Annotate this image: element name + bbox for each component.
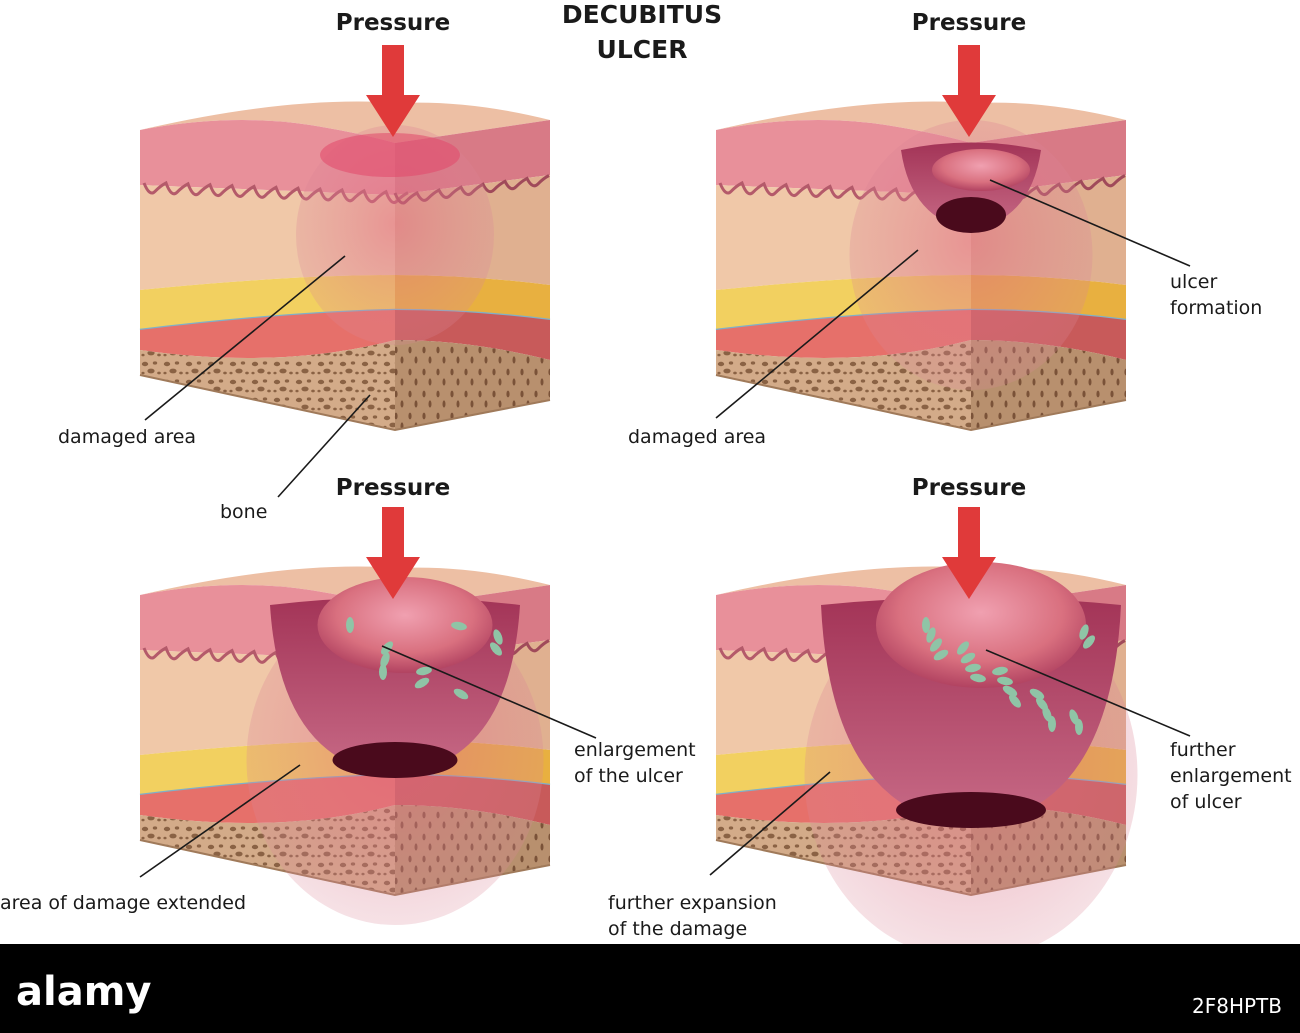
label-further-expansion: further expansion — [608, 892, 777, 914]
ulcer-cavity — [896, 792, 1046, 828]
bacteria — [1069, 709, 1079, 725]
bacteria — [933, 649, 949, 661]
label-damaged-area-2: damaged area — [628, 426, 766, 448]
ulcer-base — [317, 577, 493, 673]
label-ulcer: ulcer — [1170, 271, 1217, 293]
block-bottom-edge — [715, 374, 1127, 432]
panel-1-labels: damaged area bone — [58, 255, 371, 523]
bacteria — [1002, 685, 1018, 697]
pressure-arrow-2 — [942, 45, 996, 137]
bacteria — [346, 617, 354, 633]
bacteria — [930, 638, 942, 652]
ulcer-cavity — [936, 197, 1006, 233]
label-area-of-damage-extended: area of damage extended — [0, 892, 246, 914]
watermark-bar — [0, 944, 1300, 1033]
bacteria — [1048, 716, 1056, 732]
bone-left — [140, 340, 395, 430]
pressure-arrow-4 — [942, 507, 996, 599]
bacteria — [957, 641, 969, 655]
bacteria — [1079, 624, 1089, 640]
bacteria — [453, 688, 469, 700]
bacteria — [451, 621, 467, 631]
bacteria — [1083, 635, 1095, 649]
skin-block-stage-1 — [139, 101, 551, 432]
panel-3-labels: enlargement of the ulcer area of damage … — [0, 645, 696, 914]
label-enlargement: enlargement — [574, 739, 696, 761]
label-bone: bone — [220, 501, 267, 523]
bacteria — [414, 677, 430, 689]
bacteria — [493, 629, 503, 645]
bacteria — [997, 676, 1013, 686]
pressure-arrow-1 — [366, 45, 420, 137]
watermark-image-id: 2F8HPTB — [1192, 994, 1282, 1018]
bacteria — [1075, 719, 1083, 735]
label-formation: formation — [1170, 297, 1262, 319]
damaged-area — [849, 120, 1093, 390]
bacteria — [1029, 688, 1045, 700]
label-damaged-area-1: damaged area — [58, 426, 196, 448]
label-of-ulcer: of ulcer — [1170, 791, 1242, 813]
title-line-1: DECUBITUS — [562, 0, 722, 29]
skin-block-stage-2 — [715, 101, 1127, 432]
label-further: further — [1170, 739, 1236, 761]
bacteria — [926, 627, 936, 643]
bacteria — [1042, 706, 1052, 722]
damaged-area — [296, 125, 494, 345]
bacteria — [960, 652, 976, 664]
skin-block-stage-3 — [139, 566, 551, 925]
bacteria — [379, 664, 387, 680]
skin-top-surface — [140, 101, 550, 143]
pressure-label-1: Pressure — [336, 10, 451, 36]
bacteria — [380, 652, 390, 668]
label-of-the-damage: of the damage — [608, 918, 747, 940]
skin-top-surface — [716, 101, 1126, 143]
watermark-brand: alamy — [16, 969, 151, 1015]
label-enlargement-2: enlargement — [1170, 765, 1292, 787]
pressure-redness — [320, 133, 460, 177]
panel-2-labels: ulcer formation damaged area — [628, 179, 1262, 448]
pressure-label-2: Pressure — [912, 10, 1027, 36]
bacteria — [490, 642, 502, 656]
bacteria — [965, 663, 981, 673]
block-bottom-edge — [139, 374, 551, 432]
ulcer-cavity — [332, 742, 458, 778]
muscle-left — [140, 310, 395, 358]
bacteria — [970, 673, 986, 683]
label-of-the-ulcer: of the ulcer — [574, 765, 683, 787]
panel-4-labels: further enlargement of ulcer further exp… — [608, 649, 1292, 940]
title-line-2: ULCER — [597, 35, 688, 64]
ulcer-base — [932, 149, 1030, 191]
bacteria — [1009, 694, 1021, 708]
pressure-label-4: Pressure — [912, 475, 1027, 501]
bacteria — [922, 617, 930, 633]
pressure-arrow-3 — [366, 507, 420, 599]
pressure-label-3: Pressure — [336, 475, 451, 501]
skin-block-stage-4 — [715, 562, 1138, 960]
bacteria — [992, 666, 1008, 676]
ulcer-base — [876, 562, 1086, 688]
bacteria — [416, 666, 432, 676]
